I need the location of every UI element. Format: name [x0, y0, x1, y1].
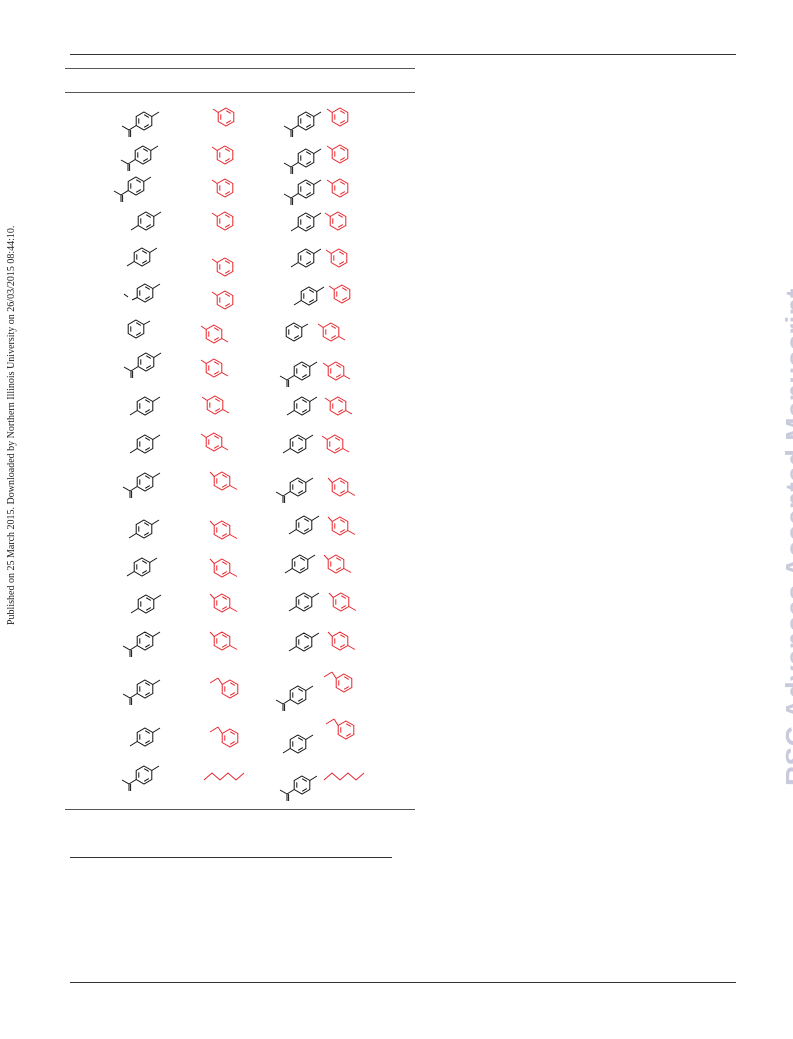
table-row — [131, 212, 346, 231]
table-row — [124, 284, 350, 309]
table-row — [123, 472, 355, 503]
reactant-a-structure — [122, 112, 159, 137]
table-row — [128, 320, 345, 343]
table-row — [122, 766, 365, 801]
table-row — [130, 433, 349, 453]
table-row — [123, 672, 352, 711]
table-row — [131, 593, 356, 613]
table-bottom-rule — [65, 809, 415, 810]
table-row — [127, 555, 351, 577]
table-row — [121, 145, 348, 174]
header-rule — [70, 54, 736, 55]
table-header-rule — [65, 92, 415, 93]
table-row — [130, 719, 354, 753]
table-row — [123, 632, 355, 657]
table-row — [122, 108, 348, 137]
table-row — [130, 396, 352, 415]
reactant-b-structure — [213, 108, 234, 126]
table-row — [127, 248, 347, 276]
footnote-rule — [70, 857, 392, 858]
table-row — [114, 177, 348, 205]
footer-rule — [70, 982, 736, 983]
product-part-b-structure — [327, 108, 348, 126]
table-row — [129, 516, 355, 539]
product-part-a-structure — [284, 112, 321, 137]
table-row — [124, 353, 350, 387]
table-top-rule — [65, 68, 415, 69]
